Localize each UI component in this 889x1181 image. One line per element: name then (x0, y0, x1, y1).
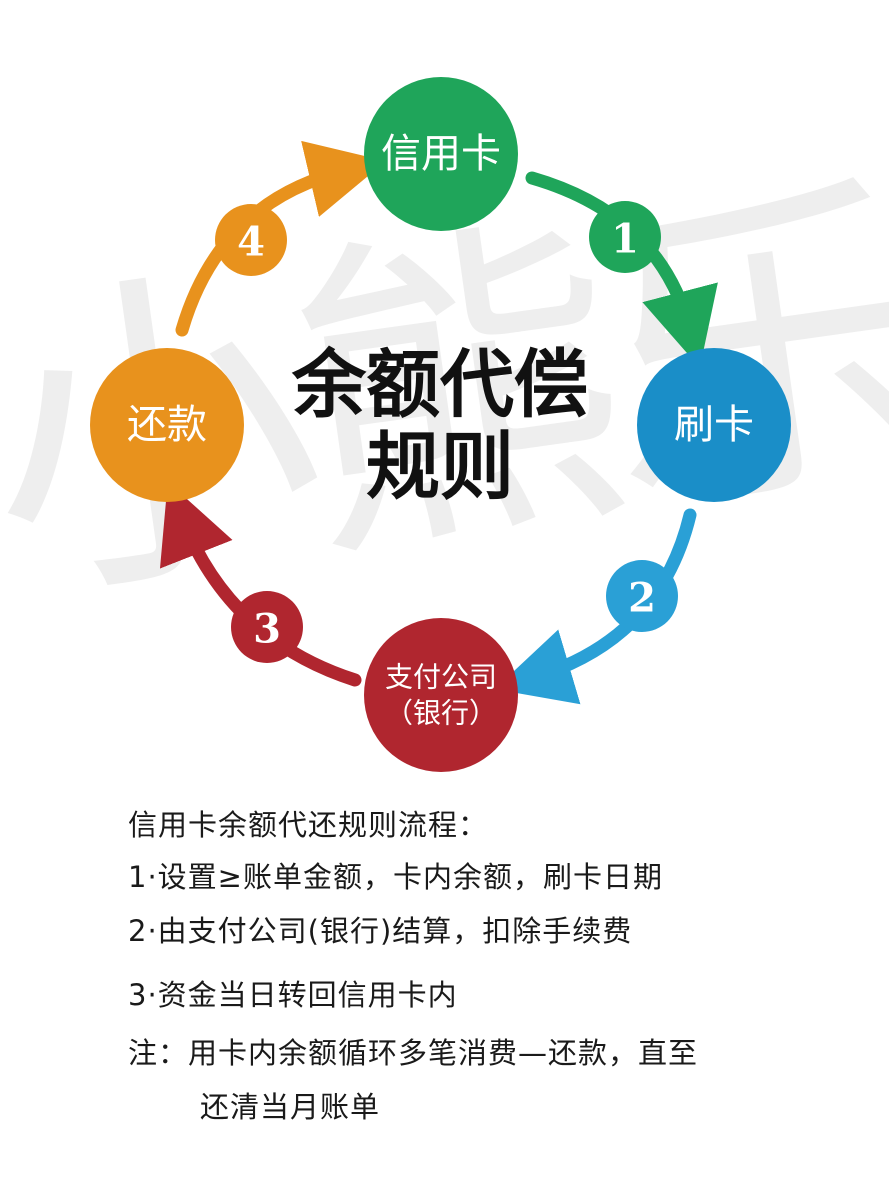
node-credit-card: 信用卡 (364, 77, 518, 231)
notes-remark-2: 还清当月账单 (200, 1090, 381, 1124)
node-payment-company-label-1: 支付公司 (385, 661, 497, 694)
notes-heading: 信用卡余额代还规则流程： (128, 808, 489, 842)
step-number-4: 4 (237, 219, 265, 266)
node-repay: 还款 (90, 348, 244, 502)
step-badge-1: 1 (589, 201, 661, 273)
title-line-2: 规则 (366, 424, 514, 510)
step-number-1: 1 (611, 216, 639, 263)
node-repay-label: 还款 (127, 402, 207, 448)
notes-item-1: 1·设置≥账单金额，卡内余额，刷卡日期 (128, 860, 663, 894)
cycle-diagram: 1 2 3 4 信用卡 刷卡 支付公司 （银行） 还款 余额代偿 规则 (90, 77, 791, 772)
node-swipe: 刷卡 (637, 348, 791, 502)
node-credit-card-label: 信用卡 (381, 131, 501, 177)
node-payment-company: 支付公司 （银行） (364, 618, 518, 772)
node-payment-company-label-2: （银行） (385, 697, 497, 730)
step-badge-4: 4 (215, 204, 287, 276)
step-badge-3: 3 (231, 591, 303, 663)
step-number-3: 3 (253, 606, 281, 653)
step-number-2: 2 (628, 575, 656, 622)
notes-remark-1: 注：用卡内余额循环多笔消费—还款，直至 (128, 1036, 699, 1070)
notes-item-3: 3·资金当日转回信用卡内 (128, 978, 458, 1012)
notes-item-2: 2·由支付公司(银行)结算，扣除手续费 (128, 914, 633, 948)
title-line-1: 余额代偿 (291, 342, 588, 428)
node-swipe-label: 刷卡 (674, 402, 754, 448)
step-badge-2: 2 (606, 560, 678, 632)
